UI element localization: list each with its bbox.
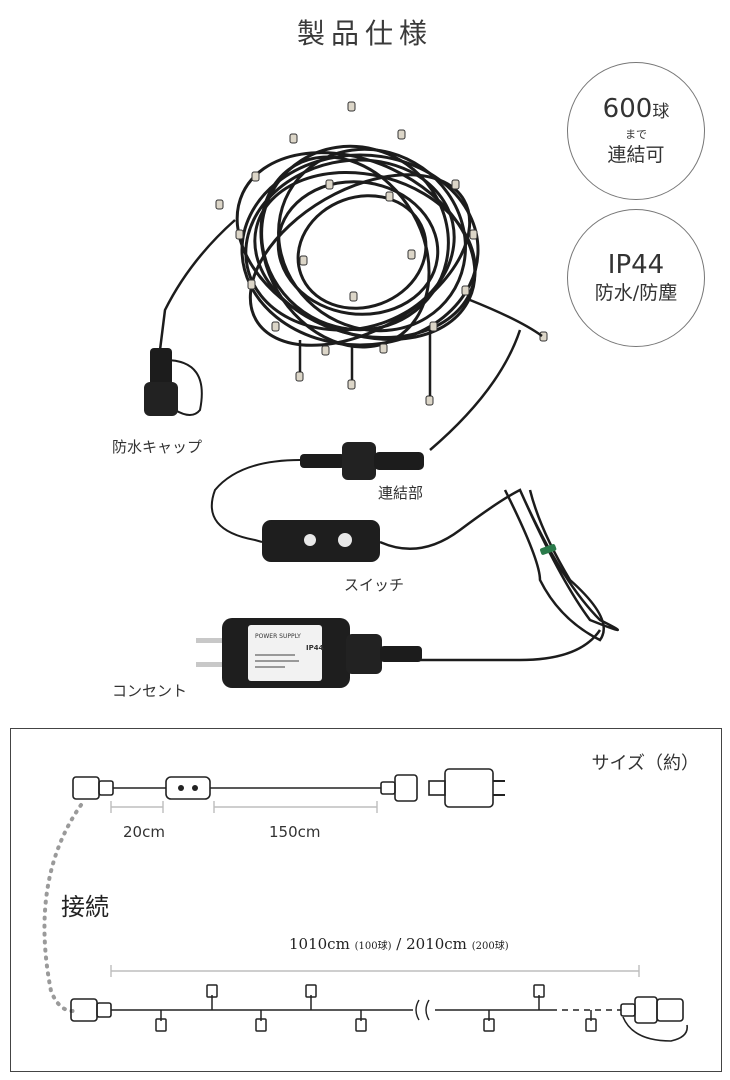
adapter-brand-text: POWER SUPPLY <box>255 633 301 640</box>
hanging-wires <box>298 298 543 396</box>
adapter-lead <box>420 629 602 662</box>
badge-connectable: 600球 まで 連結可 <box>567 62 705 200</box>
waterproof-cap <box>144 348 178 416</box>
cap-lead <box>158 219 236 351</box>
top-plug <box>428 768 505 808</box>
caption-waterproof-cap: 防水キャップ <box>112 438 203 456</box>
dimension-lines <box>110 801 640 977</box>
connector-lead <box>429 329 522 451</box>
size-diagram: サイズ（約） <box>10 728 722 1072</box>
caption-outlet: コンセント <box>112 682 188 700</box>
length-b: 2010cm <box>406 935 467 953</box>
top-switch <box>165 776 211 800</box>
bulbs <box>215 101 548 406</box>
page-title: 製品仕様 <box>296 17 433 50</box>
adapter-ip-text: IP44 <box>306 644 324 652</box>
length-separator: / <box>396 935 402 953</box>
bottom-lead-loop <box>622 1016 688 1042</box>
badge-connectable-number: 600 <box>602 94 653 124</box>
badge-connectable-sub: 連結可 <box>607 144 665 166</box>
bottom-end-cap <box>70 998 112 1022</box>
bottom-connector <box>620 996 684 1024</box>
connection-dotted-arc <box>42 803 83 1013</box>
switch-box <box>262 520 380 562</box>
cap-loop <box>164 359 203 416</box>
badge-waterproof: IP44 防水/防塵 <box>567 209 705 347</box>
top-connector <box>380 774 418 802</box>
connector <box>300 442 424 480</box>
light-string-coil <box>235 144 480 349</box>
badge-waterproof-rating: IP44 <box>607 250 665 280</box>
length-a-bulbs: (100球) <box>354 941 392 952</box>
badge-waterproof-sub: 防水/防塵 <box>594 282 678 304</box>
product-illustration: POWER SUPPLY IP44 <box>144 101 620 688</box>
size-label: サイズ（約） <box>591 753 699 774</box>
badge-connectable-unit: 球 <box>652 102 670 122</box>
top-end-cap <box>72 776 114 800</box>
dimension-150cm: 150cm <box>269 823 321 841</box>
size-diagram-drawing <box>42 768 688 1042</box>
length-b-bulbs: (200球) <box>471 941 509 952</box>
bottom-bulbs <box>155 984 597 1032</box>
switch-lead <box>210 459 301 543</box>
power-adapter: POWER SUPPLY IP44 <box>196 618 422 688</box>
length-label: 1010cm (100球) / 2010cm (200球) <box>289 935 509 953</box>
length-a: 1010cm <box>289 935 350 953</box>
cable-tie <box>540 544 557 555</box>
badge-connectable-small: まで <box>625 128 647 141</box>
break-mark <box>415 999 430 1021</box>
connect-label: 接続 <box>61 893 109 921</box>
cable-coil-loop <box>379 488 620 632</box>
dimension-20cm: 20cm <box>123 823 165 841</box>
caption-connector: 連結部 <box>378 484 424 502</box>
badge-connectable-count: 600球 <box>603 94 670 127</box>
caption-switch: スイッチ <box>344 576 405 594</box>
